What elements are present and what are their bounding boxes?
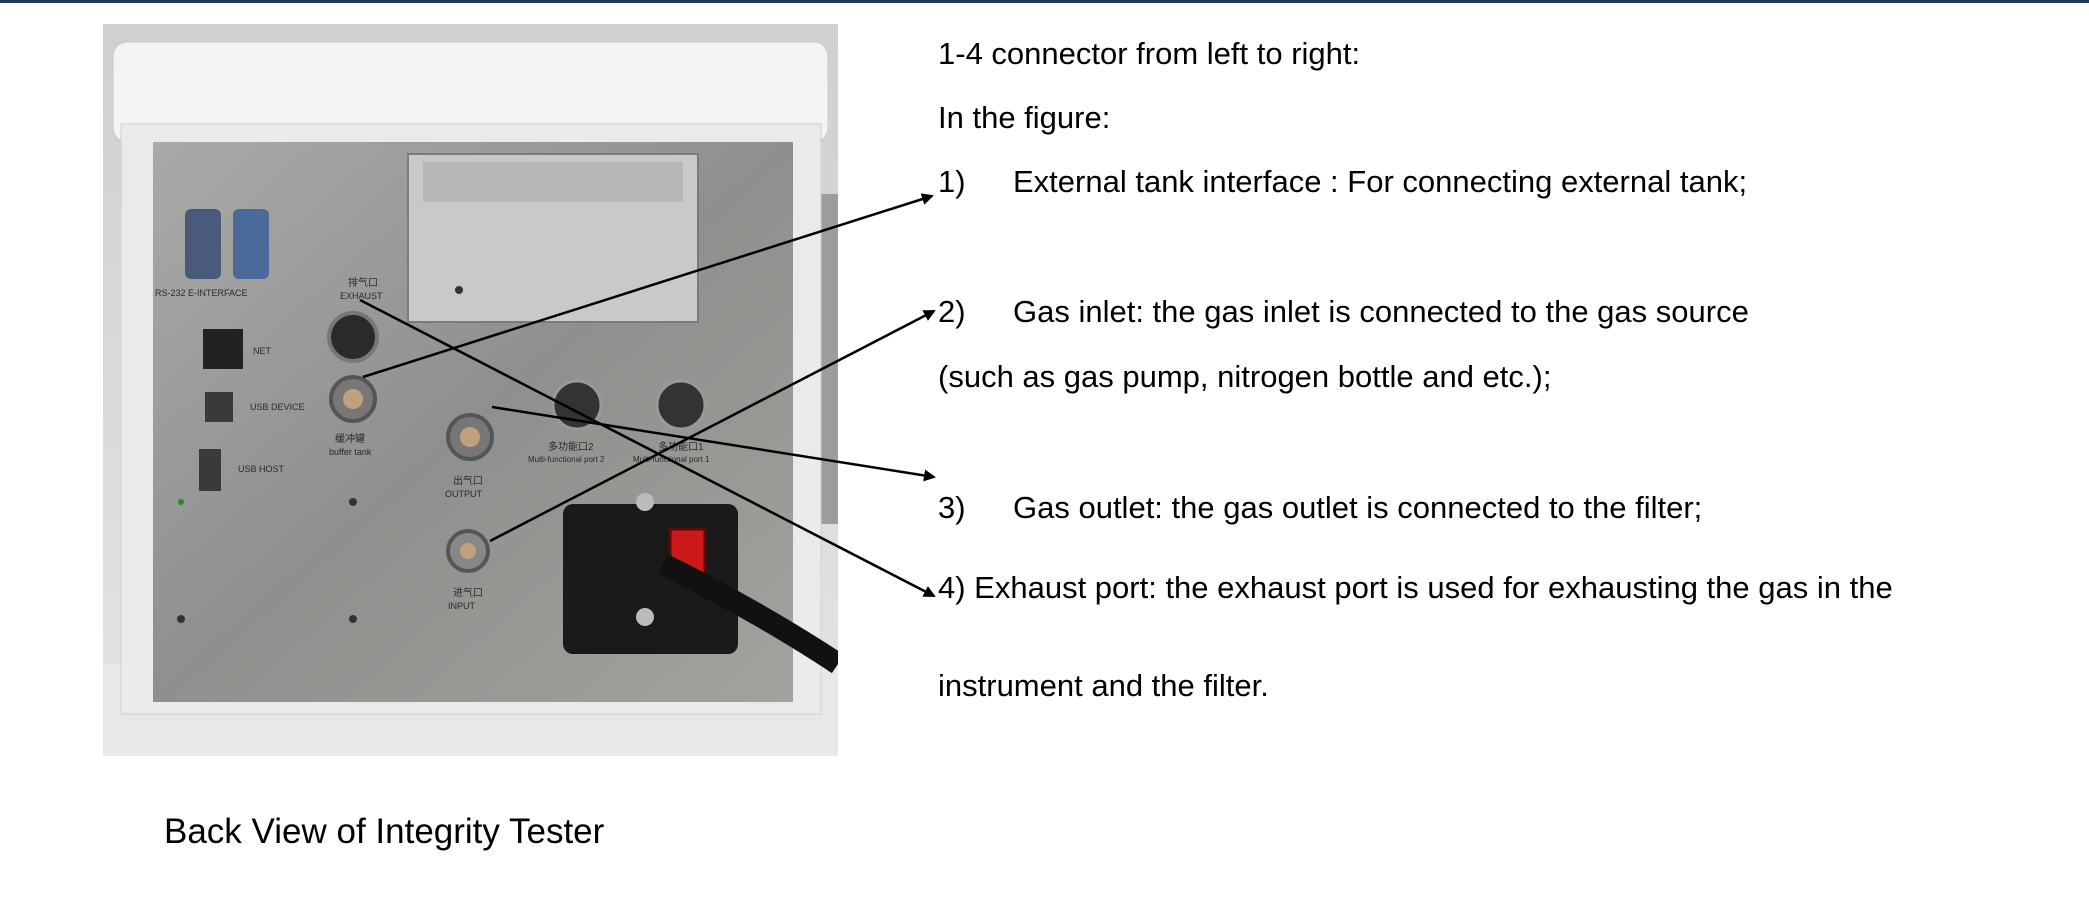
figure-caption: Back View of Integrity Tester	[164, 812, 605, 851]
arrow-3	[491, 405, 936, 482]
item-1: 1) External tank interface : For connecti…	[938, 164, 1747, 200]
item-2-number: 2)	[938, 294, 966, 329]
net-port	[203, 329, 243, 369]
top-rule	[0, 0, 2089, 3]
usb-host-port	[199, 449, 221, 491]
multi2-label: Multi-functional port 2	[528, 455, 605, 464]
buffer-label: buffer tank	[329, 447, 372, 457]
multi2-cn-label: 多功能口2	[548, 440, 594, 453]
item-2-text: Gas inlet: the gas inlet is connected to…	[1013, 294, 1749, 329]
item-2-continuation: (such as gas pump, nitrogen bottle and e…	[938, 359, 1552, 394]
power-cable	[658, 554, 838, 674]
item-3: 3) Gas outlet: the gas outlet is connecte…	[938, 490, 1702, 526]
usb-device-port	[205, 392, 233, 422]
exhaust-cn-label: 排气口	[348, 276, 378, 289]
tester-back-photo: RS-232 E-INTERFACE NET USB DEVICE USB HO…	[103, 24, 838, 756]
multi-port-1	[655, 379, 707, 431]
db9-connector-2	[233, 209, 269, 279]
net-label: NET	[253, 346, 272, 356]
rs232-label: RS-232 E-INTERFACE	[155, 288, 248, 298]
input-label: INPUT	[448, 601, 476, 611]
item-4: 4) Exhaust port: the exhaust port is use…	[938, 570, 1893, 605]
item-4-continuation: instrument and the filter.	[938, 668, 1269, 703]
item-3-number: 3)	[938, 490, 966, 525]
arrow-1	[362, 193, 934, 379]
usb-device-label: USB DEVICE	[250, 402, 305, 412]
exhaust-port	[327, 311, 379, 363]
item-1-number: 1)	[938, 164, 966, 199]
output-cn-label: 出气口	[453, 474, 483, 487]
intro-line: In the figure:	[938, 100, 1111, 135]
buffer-cn-label: 缓冲罐	[335, 432, 365, 445]
db9-connector-1	[185, 209, 221, 279]
arrow-2	[489, 309, 936, 543]
output-label: OUTPUT	[445, 489, 483, 499]
input-cn-label: 进气口	[453, 586, 483, 599]
item-1-text: External tank interface : For connecting…	[1013, 164, 1748, 199]
exhaust-label: EXHAUST	[340, 291, 383, 301]
usb-host-label: USB HOST	[238, 464, 285, 474]
item-2: 2) Gas inlet: the gas inlet is connected …	[938, 294, 1749, 330]
multi1-cn-label: 多功能口1	[658, 440, 704, 453]
heading-line: 1-4 connector from left to right:	[938, 36, 1361, 71]
arrow-4	[359, 298, 936, 598]
item-3-text: Gas outlet: the gas outlet is connected …	[1013, 490, 1703, 525]
